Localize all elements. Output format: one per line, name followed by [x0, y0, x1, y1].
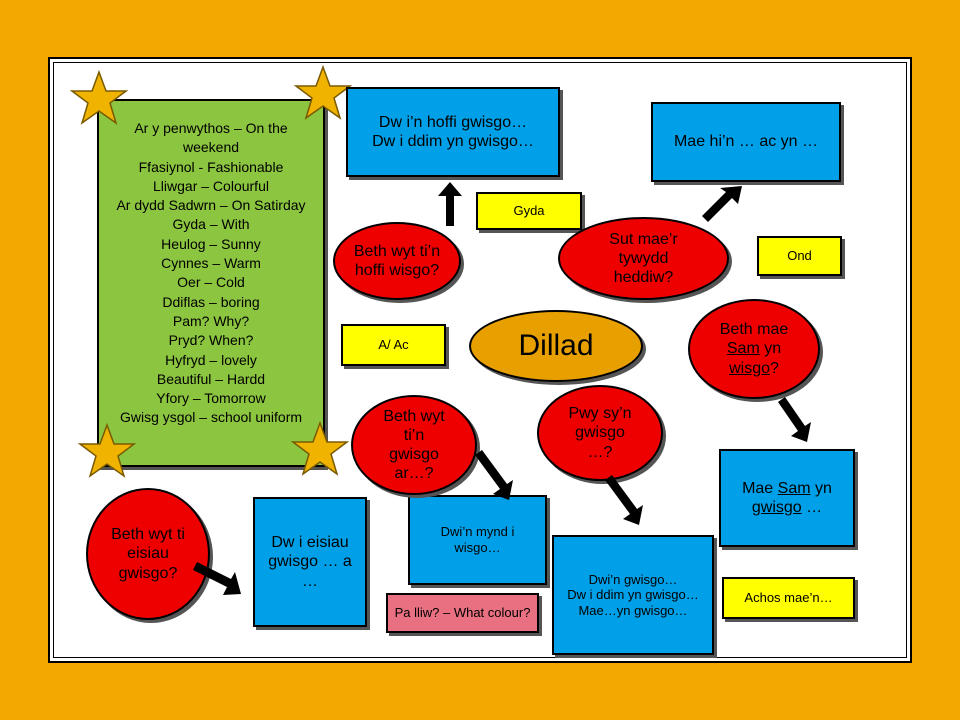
vocabulary-item: Gwisg ysgol – school uniform: [119, 409, 303, 426]
answer-gwisgo-line1: Dwi’n gwisgo…: [588, 571, 678, 587]
vocabulary-item: Gyda – With: [172, 216, 250, 233]
vocabulary-item: Ar dydd Sadwrn – On Satirday: [116, 197, 306, 214]
connective-ond: Ond: [757, 236, 842, 276]
arrow-down-right-icon: [605, 475, 643, 525]
answer-sam-text: Mae Sam yn gwisgo …: [742, 479, 832, 516]
vocabulary-item: Lliwgar – Colourful: [153, 177, 269, 194]
answer-hin-text: Mae hi’n … ac yn …: [673, 133, 819, 151]
question-eisiau-oval: Beth wyt ti eisiau gwisgo?: [86, 488, 210, 620]
star-icon: [294, 65, 352, 120]
arrow-up-right-icon: [702, 186, 742, 222]
vocabulary-item: Hyfryd – lovely: [165, 351, 257, 368]
question-tywydd-oval: Sut mae’r tywydd heddiw?: [558, 217, 729, 300]
question-hoffi-oval: Beth wyt ti’n hoffi wisgo?: [333, 222, 461, 300]
star-icon: [291, 421, 349, 476]
connective-a-ac: A/ Ac: [341, 324, 446, 366]
question-pwy-oval: Pwy sy’n gwisgo …?: [537, 385, 663, 481]
vocabulary-item: Beautiful – Hardd: [156, 370, 266, 387]
question-sam-oval: Beth mae Sam yn wisgo?: [688, 299, 820, 399]
connective-gyda: Gyda: [476, 192, 582, 230]
answer-hoffi-line1: Dw i’n hoffi gwisgo…: [378, 113, 528, 131]
answer-mynd-box: Dwi’n mynd i wisgo…: [408, 495, 547, 585]
vocabulary-item: Ar y penwythos – On the weekend: [134, 120, 288, 156]
vocabulary-item: Heulog – Sunny: [161, 235, 261, 252]
vocabulary-item: Ddiflas – boring: [162, 293, 260, 310]
page-title: Dillad: [518, 329, 594, 362]
arrow-up-icon: [438, 182, 462, 226]
pa-lliw-box: Pa lliw? – What colour?: [386, 593, 539, 633]
answer-mynd-text: Dwi’n mynd i wisgo…: [440, 524, 515, 555]
answer-hin-box: Mae hi’n … ac yn …: [651, 102, 841, 182]
star-icon: [78, 423, 136, 478]
question-gwisgo-ar-oval: Beth wyt ti’n gwisgo ar…?: [351, 395, 477, 495]
vocabulary-item: Oer – Cold: [177, 274, 245, 291]
arrow-down-right-icon: [778, 397, 811, 442]
answer-gwisgo-line3: Mae…yn gwisgo…: [578, 602, 688, 618]
answer-hoffi-line2: Dw i ddim yn gwisgo…: [372, 133, 534, 150]
answer-gwisgo-line2: Dw i ddim yn gwisgo…: [567, 587, 699, 603]
vocabulary-item: Cynnes – Warm: [161, 255, 261, 272]
slide-frame-inner: [53, 62, 907, 658]
answer-sam-box: Mae Sam yn gwisgo …: [719, 449, 855, 547]
answer-eisiau-box: Dw i eisiau gwisgo … a …: [253, 497, 367, 627]
vocabulary-item: Pam? Why?: [172, 312, 250, 329]
vocabulary-item: Yfory – Tomorrow: [156, 390, 266, 407]
vocabulary-item: Pryd? When?: [168, 332, 254, 349]
answer-eisiau-text: Dw i eisiau gwisgo … a …: [268, 534, 352, 590]
star-icon: [70, 70, 128, 125]
answer-gwisgo-box: Dwi’n gwisgo… Dw i ddim yn gwisgo… Mae…y…: [552, 535, 714, 655]
arrow-right-icon: [193, 562, 241, 595]
title-oval: Dillad: [469, 310, 643, 382]
connective-achos: Achos mae’n…: [722, 577, 855, 619]
vocabulary-item: Ffasiynol - Fashionable: [138, 158, 284, 175]
arrow-down-right-icon: [475, 450, 513, 500]
answer-hoffi-box: Dw i’n hoffi gwisgo… Dw i ddim yn gwisgo…: [346, 87, 560, 177]
